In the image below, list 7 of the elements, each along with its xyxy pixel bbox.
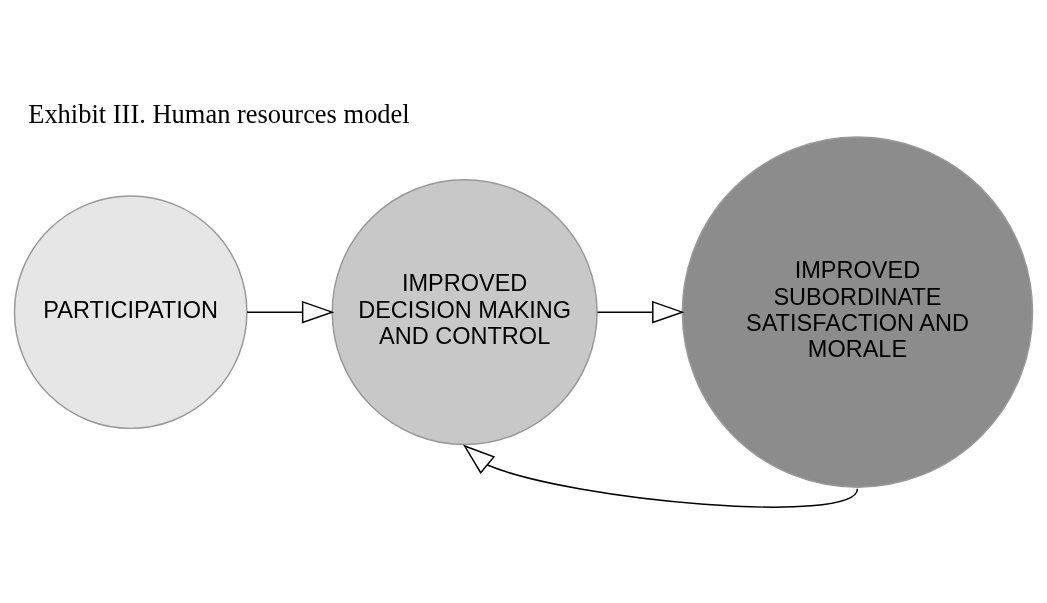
node-circle: IMPROVED SUBORDINATE SATISFACTION AND MORALE (681, 135, 1034, 488)
diagram-title: Exhibit III. Human resources model (28, 98, 410, 129)
arrow (462, 444, 859, 508)
node-circle: IMPROVED DECISION MAKING AND CONTROL (331, 178, 598, 445)
arrow (246, 300, 335, 323)
arrow (596, 300, 685, 323)
node-circle: PARTICIPATION (13, 194, 248, 429)
